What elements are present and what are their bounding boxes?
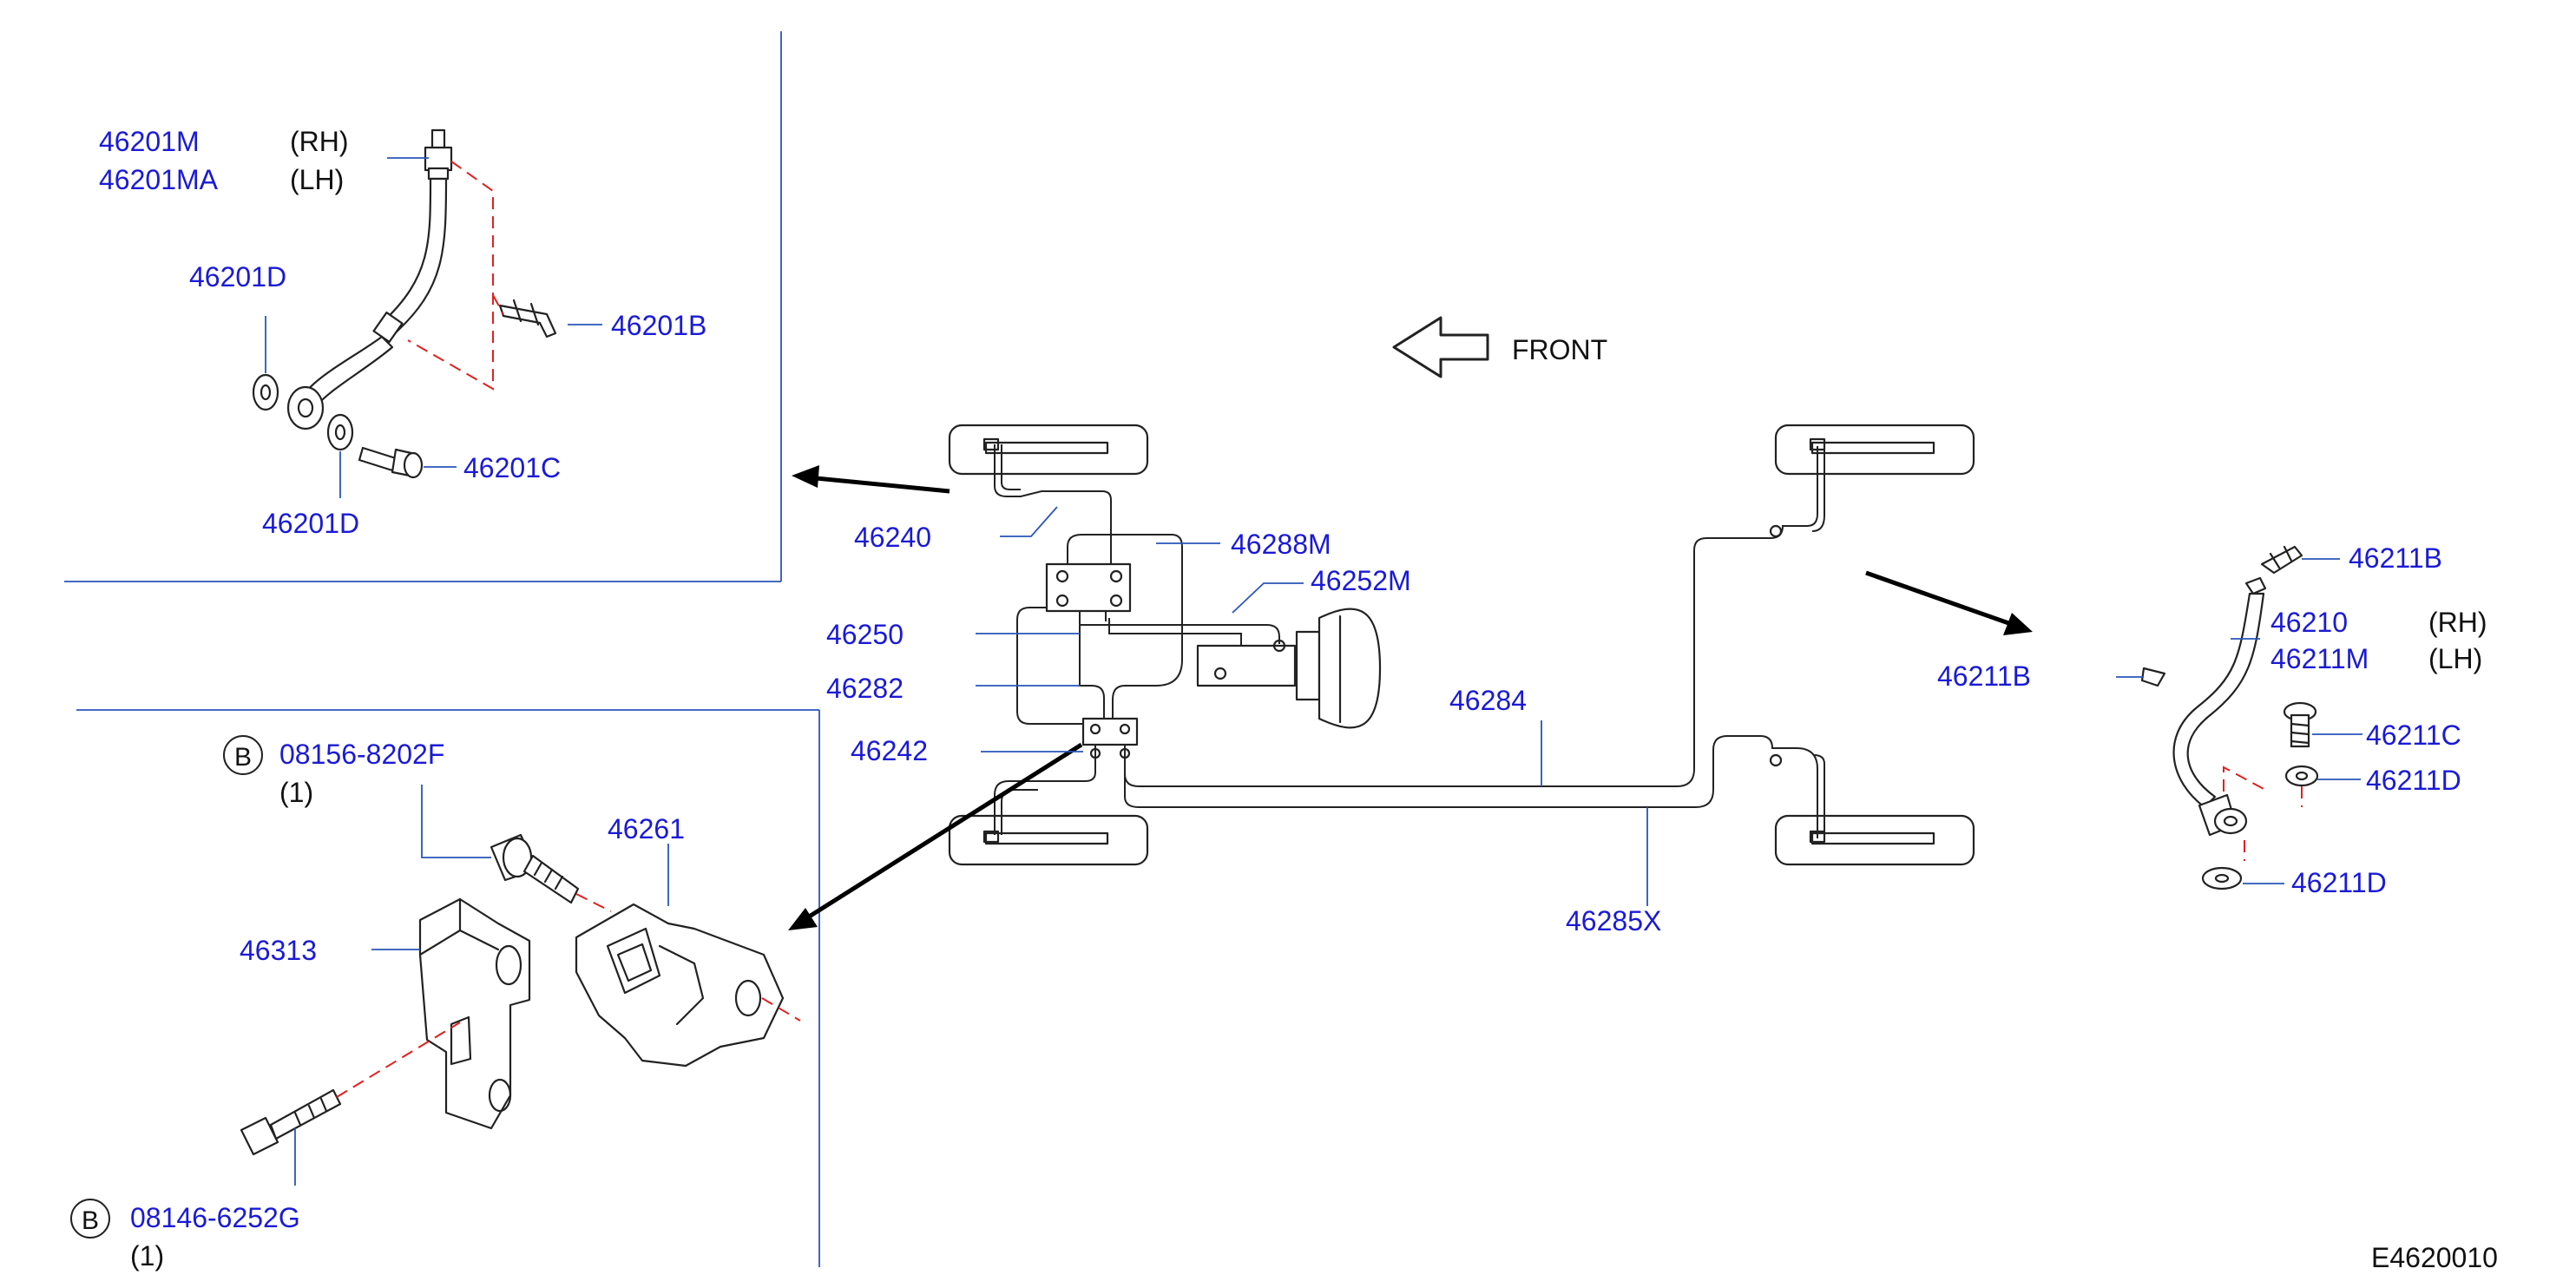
front-label: FRONT xyxy=(1512,334,1607,365)
badge-08146: B xyxy=(82,1206,99,1235)
label-46211B-upper[interactable]: 46211B xyxy=(2349,542,2442,574)
front-brake-hose-art xyxy=(252,128,557,479)
label-46211C[interactable]: 46211C xyxy=(2366,720,2461,751)
label-46313[interactable]: 46313 xyxy=(240,935,317,966)
badge-08156: B xyxy=(234,743,252,772)
label-46201C[interactable]: 46201C xyxy=(463,452,561,483)
part-labels: 46201M (RH) 46201MA (LH) 46201D 46201B 4… xyxy=(70,126,2498,1273)
label-46211M[interactable]: 46211M xyxy=(2270,643,2369,674)
caliper-panel-frame xyxy=(76,709,820,1267)
front-hose-leaders xyxy=(265,157,602,498)
qty-08146-6252G: (1) xyxy=(130,1240,164,1272)
diagram-code: E4620010 xyxy=(2371,1242,2498,1273)
label-46288M[interactable]: 46288M xyxy=(1231,529,1331,560)
label-46201M[interactable]: 46201M xyxy=(99,126,200,157)
label-46282[interactable]: 46282 xyxy=(826,673,904,704)
brake-pipes xyxy=(994,444,1825,838)
label-46211D-upper[interactable]: 46211D xyxy=(2366,765,2461,796)
main-leaders xyxy=(976,506,1648,906)
label-46211M-side: (LH) xyxy=(2428,643,2482,674)
badge-circle-08146 xyxy=(70,1199,110,1239)
rear-hose-leaders xyxy=(2116,558,2362,884)
qty-08156-8202F: (1) xyxy=(279,777,313,808)
label-46201M-side: (RH) xyxy=(290,126,349,157)
label-08156-8202F[interactable]: 08156-8202F xyxy=(279,739,444,770)
caliper-dashed-guides xyxy=(336,893,801,1098)
label-46284[interactable]: 46284 xyxy=(1449,685,1527,716)
label-46242[interactable]: 46242 xyxy=(851,735,928,766)
front-hose-dashed-guides xyxy=(407,161,504,391)
badge-circle-08156 xyxy=(223,735,263,775)
label-46252M[interactable]: 46252M xyxy=(1311,565,1411,596)
label-46210-side: (RH) xyxy=(2428,607,2487,638)
label-46261[interactable]: 46261 xyxy=(608,813,685,844)
label-46201MA[interactable]: 46201MA xyxy=(99,164,219,195)
label-46211D-lower[interactable]: 46211D xyxy=(2291,867,2387,898)
front-hose-panel-frame xyxy=(64,31,782,582)
front-direction-arrow xyxy=(1392,316,1489,378)
label-46201B[interactable]: 46201B xyxy=(611,310,706,341)
callout-arrows xyxy=(788,465,2033,930)
label-46250[interactable]: 46250 xyxy=(826,619,904,650)
label-46201MA-side: (LH) xyxy=(290,164,344,195)
rear-brake-hose-art xyxy=(2140,545,2319,890)
rear-hose-dashed-guides xyxy=(2223,766,2303,861)
label-46210[interactable]: 46210 xyxy=(2270,607,2348,638)
label-46211B-lower[interactable]: 46211B xyxy=(1937,660,2031,692)
label-46240[interactable]: 46240 xyxy=(854,522,931,553)
label-08146-6252G[interactable]: 08146-6252G xyxy=(130,1202,300,1233)
label-46201D-upper[interactable]: 46201D xyxy=(189,261,286,292)
label-46201D-lower[interactable]: 46201D xyxy=(262,508,359,539)
caliper-leaders xyxy=(294,785,669,1186)
caliper-bracket-art xyxy=(240,833,785,1156)
label-46285X[interactable]: 46285X xyxy=(1566,905,1661,936)
